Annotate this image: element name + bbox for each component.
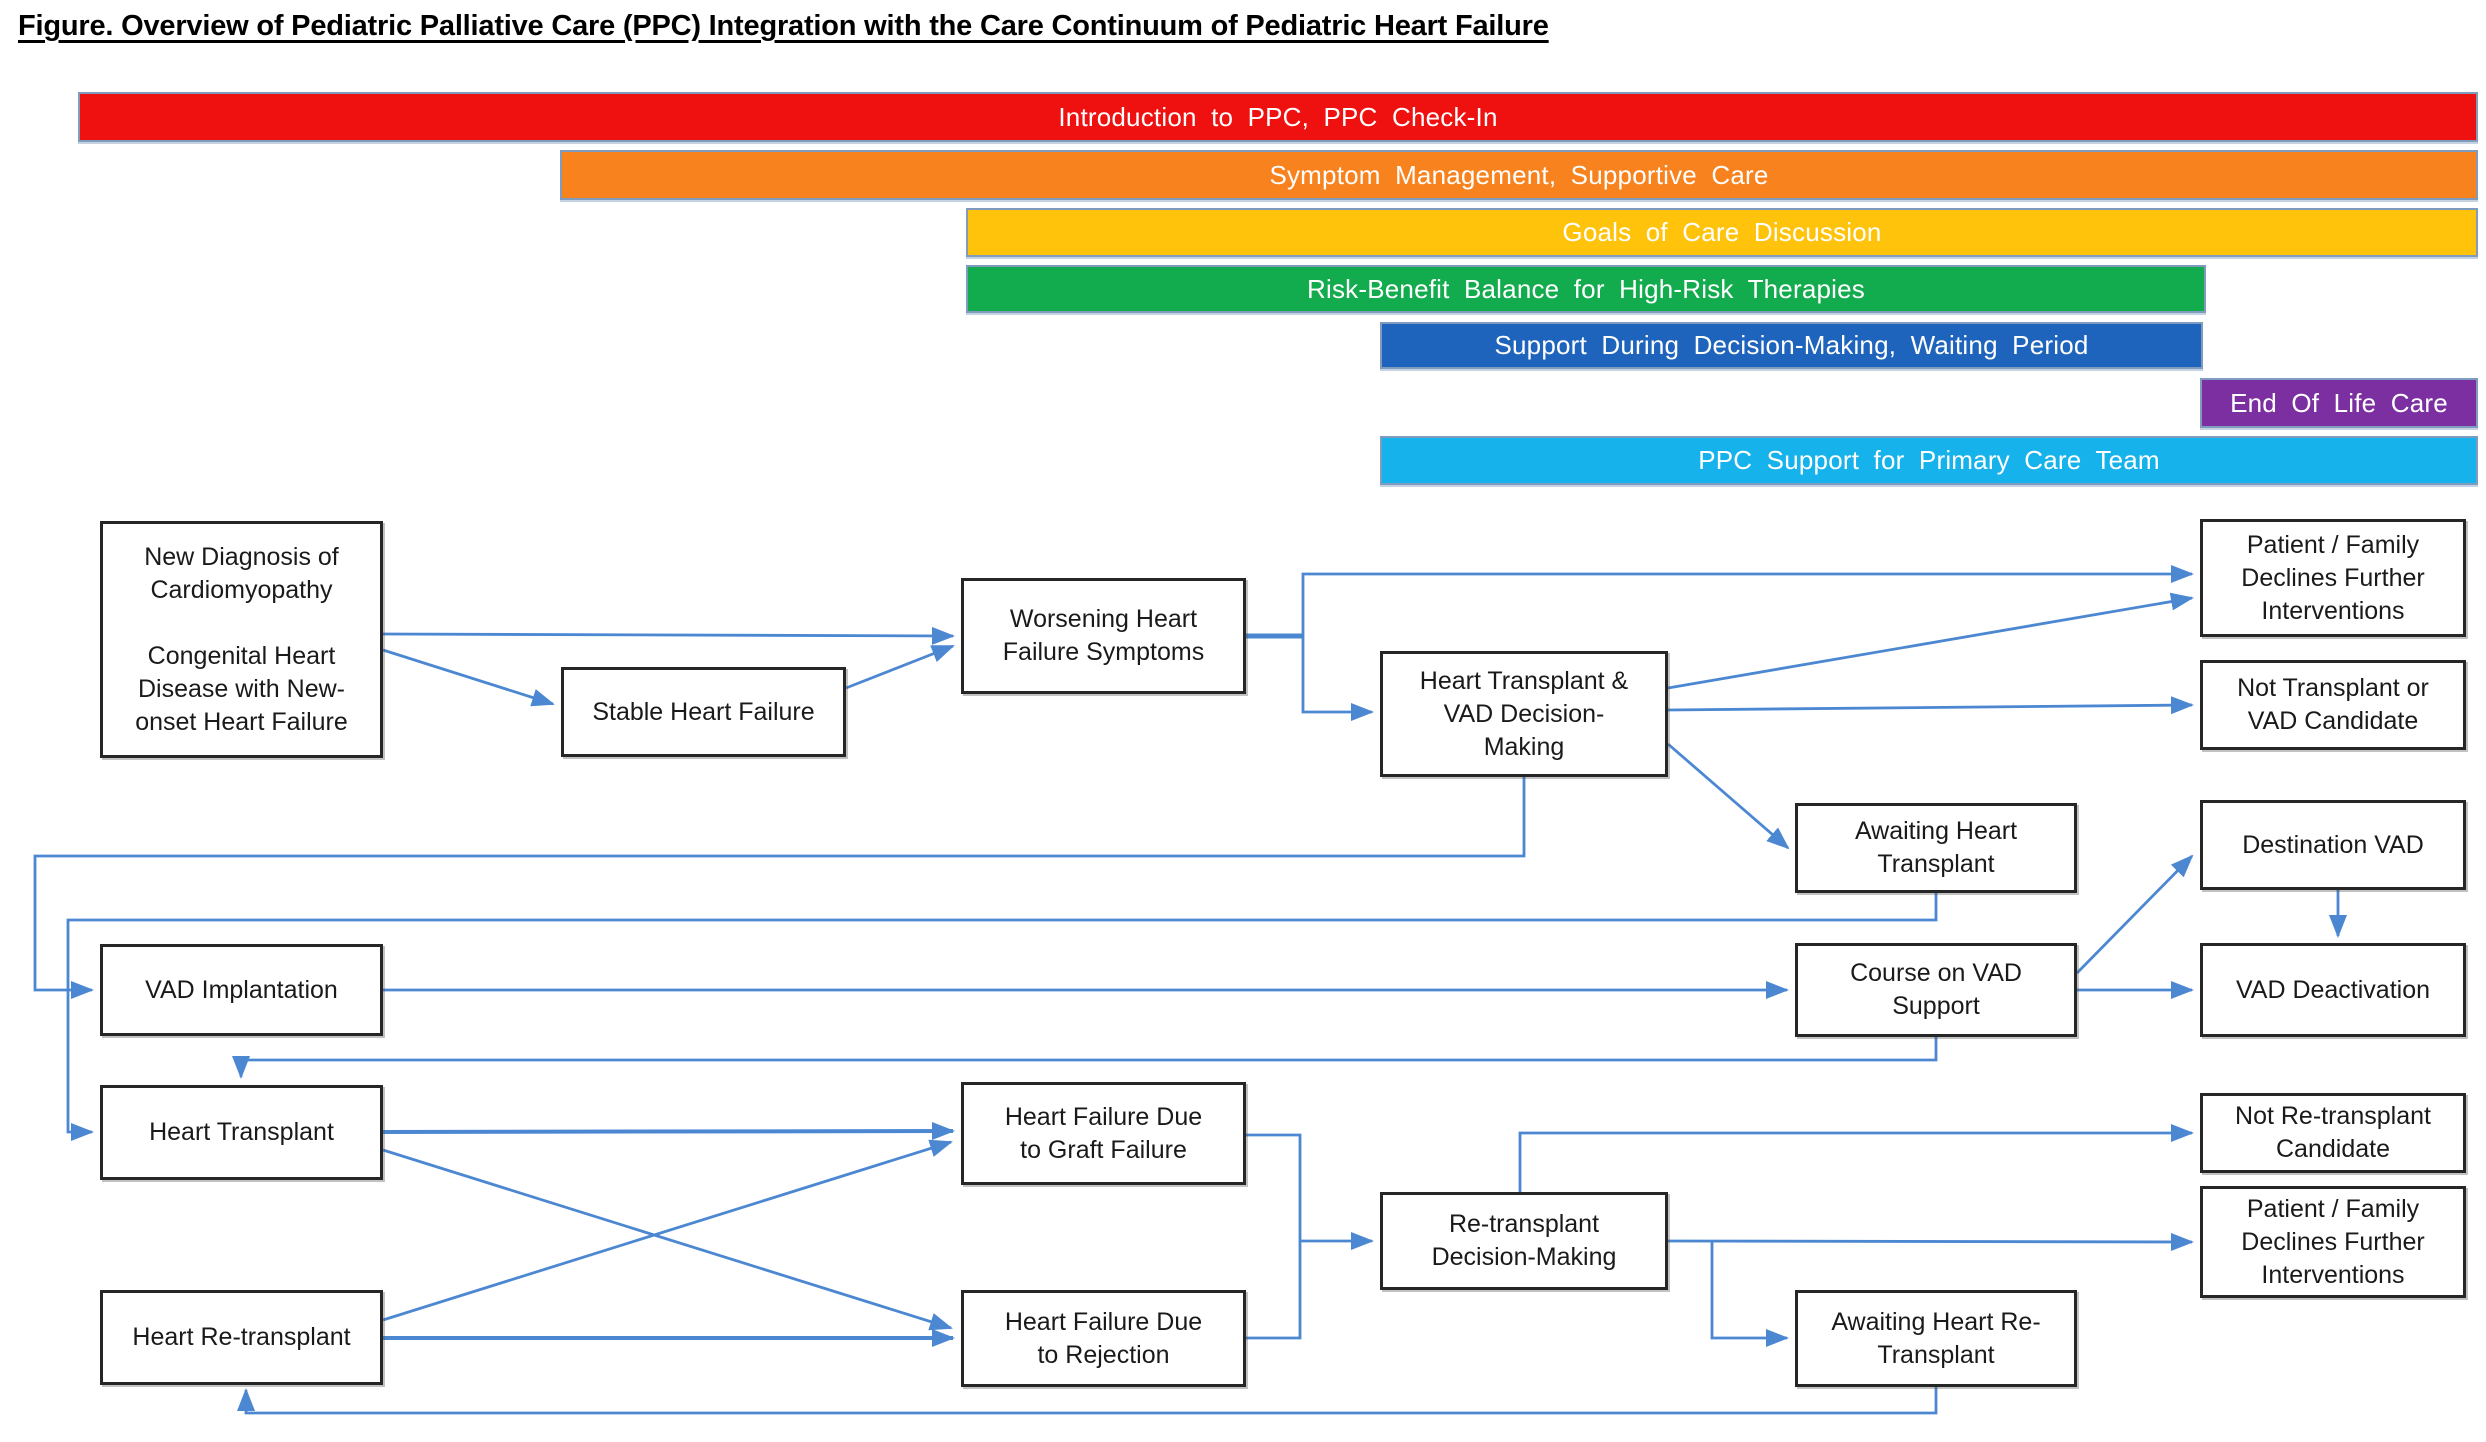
edge-junction-to-ht-vad-decision: [1301, 636, 1374, 721]
edge-redecision-to-awaiting-re: [1710, 1241, 1789, 1347]
bar-label-risk-benefit: Risk-Benefit Balance for High-Risk Thera…: [1307, 273, 1865, 304]
edge-ht-vad-to-awaiting-ht: [1667, 742, 1790, 850]
edge-heart-transplant-to-graft: [382, 1122, 955, 1141]
node-label-hf-rejection: Heart Failure Due to Rejection: [1004, 1307, 1203, 1369]
node-ht-vad-decision: Heart Transplant & VAD Decision- Making: [1380, 651, 1668, 777]
node-label-destination-vad: Destination VAD: [2242, 830, 2424, 859]
node-label-vad-deactivation: VAD Deactivation: [2235, 975, 2431, 1004]
node-label-hf-graft-failure: Heart Failure Due to Graft Failure: [1004, 1102, 1203, 1164]
bar-label-ppc-intro: Introduction to PPC, PPC Check-In: [1058, 101, 1498, 132]
node-label-awaiting-ht: Awaiting Heart Transplant: [1854, 817, 2018, 878]
node-stable-hf: Stable Heart Failure: [561, 667, 846, 757]
edge-heart-transplant-to-rejection: [382, 1148, 953, 1331]
node-label-stable-hf: Stable Heart Failure: [592, 697, 815, 726]
node-new-diagnosis: New Diagnosis of Cardiomyopathy Congenit…: [100, 521, 383, 758]
node-label-not-retransplant: Not Re-transplant Candidate: [2235, 1102, 2431, 1163]
node-label-course-vad: Course on VAD Support: [1850, 959, 2022, 1020]
node-awaiting-retransplant: Awaiting Heart Re- Transplant: [1795, 1290, 2077, 1387]
edge-ht-vad-to-declines-top: [1667, 592, 2194, 690]
edge-ht-vad-to-vad-implantation: [33, 777, 1526, 999]
node-worsening-hf: Worsening Heart Failure Symptoms: [961, 578, 1246, 694]
edge-course-to-destination-vad: [2076, 854, 2194, 974]
node-vad-implantation: VAD Implantation: [100, 944, 383, 1036]
edge-stable-to-worsening: [845, 644, 955, 690]
node-declines-bottom: Patient / Family Declines Further Interv…: [2200, 1186, 2466, 1298]
edge-awaiting-re-to-heart-retransplant: [237, 1387, 1938, 1415]
node-vad-deactivation: VAD Deactivation: [2200, 943, 2466, 1037]
edge-course-to-heart-transplant: [232, 1037, 1938, 1079]
edge-awaiting-ht-to-heart-transplant: [66, 893, 1938, 1141]
node-label-not-candidate: Not Transplant or VAD Candidate: [2237, 674, 2429, 735]
node-label-declines-bottom: Patient / Family Declines Further Interv…: [2241, 1194, 2425, 1289]
bar-end-of-life: End Of Life Care: [2200, 378, 2478, 428]
node-label-worsening-hf: Worsening Heart Failure Symptoms: [1002, 605, 1205, 666]
bar-symptom-mgmt: Symptom Management, Supportive Care: [560, 150, 2478, 200]
node-label-ht-vad-decision: Heart Transplant & VAD Decision- Making: [1419, 666, 1629, 761]
node-declines-top: Patient / Family Declines Further Interv…: [2200, 519, 2466, 637]
node-heart-retransplant: Heart Re-transplant: [100, 1290, 383, 1385]
node-label-new-diagnosis: New Diagnosis of Cardiomyopathy Congenit…: [135, 542, 348, 736]
bar-label-end-of-life: End Of Life Care: [2230, 387, 2448, 418]
bar-label-symptom-mgmt: Symptom Management, Supportive Care: [1269, 159, 1769, 190]
bar-decision-support: Support During Decision-Making, Waiting …: [1380, 322, 2203, 369]
edge-rejection-to-redecision: [1246, 1241, 1302, 1340]
node-not-retransplant: Not Re-transplant Candidate: [2200, 1093, 2466, 1173]
node-label-heart-transplant: Heart Transplant: [149, 1118, 334, 1146]
edge-redecision-to-not-retransplant: [1518, 1124, 2194, 1192]
edge-ht-vad-to-not-candidate: [1667, 696, 2194, 715]
bar-label-decision-support: Support During Decision-Making, Waiting …: [1494, 330, 2089, 360]
bar-risk-benefit: Risk-Benefit Balance for High-Risk Thera…: [966, 265, 2206, 313]
edge-new-diagnosis-to-stable: [382, 648, 555, 707]
node-not-candidate: Not Transplant or VAD Candidate: [2200, 660, 2466, 750]
node-course-vad: Course on VAD Support: [1795, 943, 2077, 1037]
edge-graft-to-redecision: [1246, 1133, 1374, 1250]
bar-ppc-intro: Introduction to PPC, PPC Check-In: [78, 92, 2478, 142]
edge-retransplant-to-graft: [382, 1139, 953, 1322]
edge-new-diagnosis-to-worsening: [382, 626, 955, 645]
node-awaiting-ht: Awaiting Heart Transplant: [1795, 803, 2077, 893]
bar-label-goals-of-care: Goals of Care Discussion: [1562, 217, 1882, 247]
node-hf-graft-failure: Heart Failure Due to Graft Failure: [961, 1082, 1246, 1185]
figure-title: Figure. Overview of Pediatric Palliative…: [18, 10, 1549, 42]
node-label-declines-top: Patient / Family Declines Further Interv…: [2241, 530, 2425, 625]
node-destination-vad: Destination VAD: [2200, 800, 2466, 890]
node-label-heart-retransplant: Heart Re-transplant: [132, 1323, 351, 1351]
node-heart-transplant: Heart Transplant: [100, 1085, 383, 1180]
edge-redecision-to-declines-bottom: [1667, 1232, 2194, 1251]
node-hf-rejection: Heart Failure Due to Rejection: [961, 1290, 1246, 1387]
bar-goals-of-care: Goals of Care Discussion: [966, 208, 2478, 257]
node-label-awaiting-retransplant: Awaiting Heart Re- Transplant: [1831, 1307, 2041, 1369]
node-label-retransplant-decision: Re-transplant Decision-Making: [1431, 1210, 1617, 1271]
bar-ppc-team-support: PPC Support for Primary Care Team: [1380, 436, 2478, 485]
node-retransplant-decision: Re-transplant Decision-Making: [1380, 1192, 1668, 1290]
node-label-vad-implantation: VAD Implantation: [145, 975, 338, 1004]
bar-label-ppc-team-support: PPC Support for Primary Care Team: [1698, 445, 2160, 475]
edge-junction-to-declines-top: [1301, 565, 2194, 636]
